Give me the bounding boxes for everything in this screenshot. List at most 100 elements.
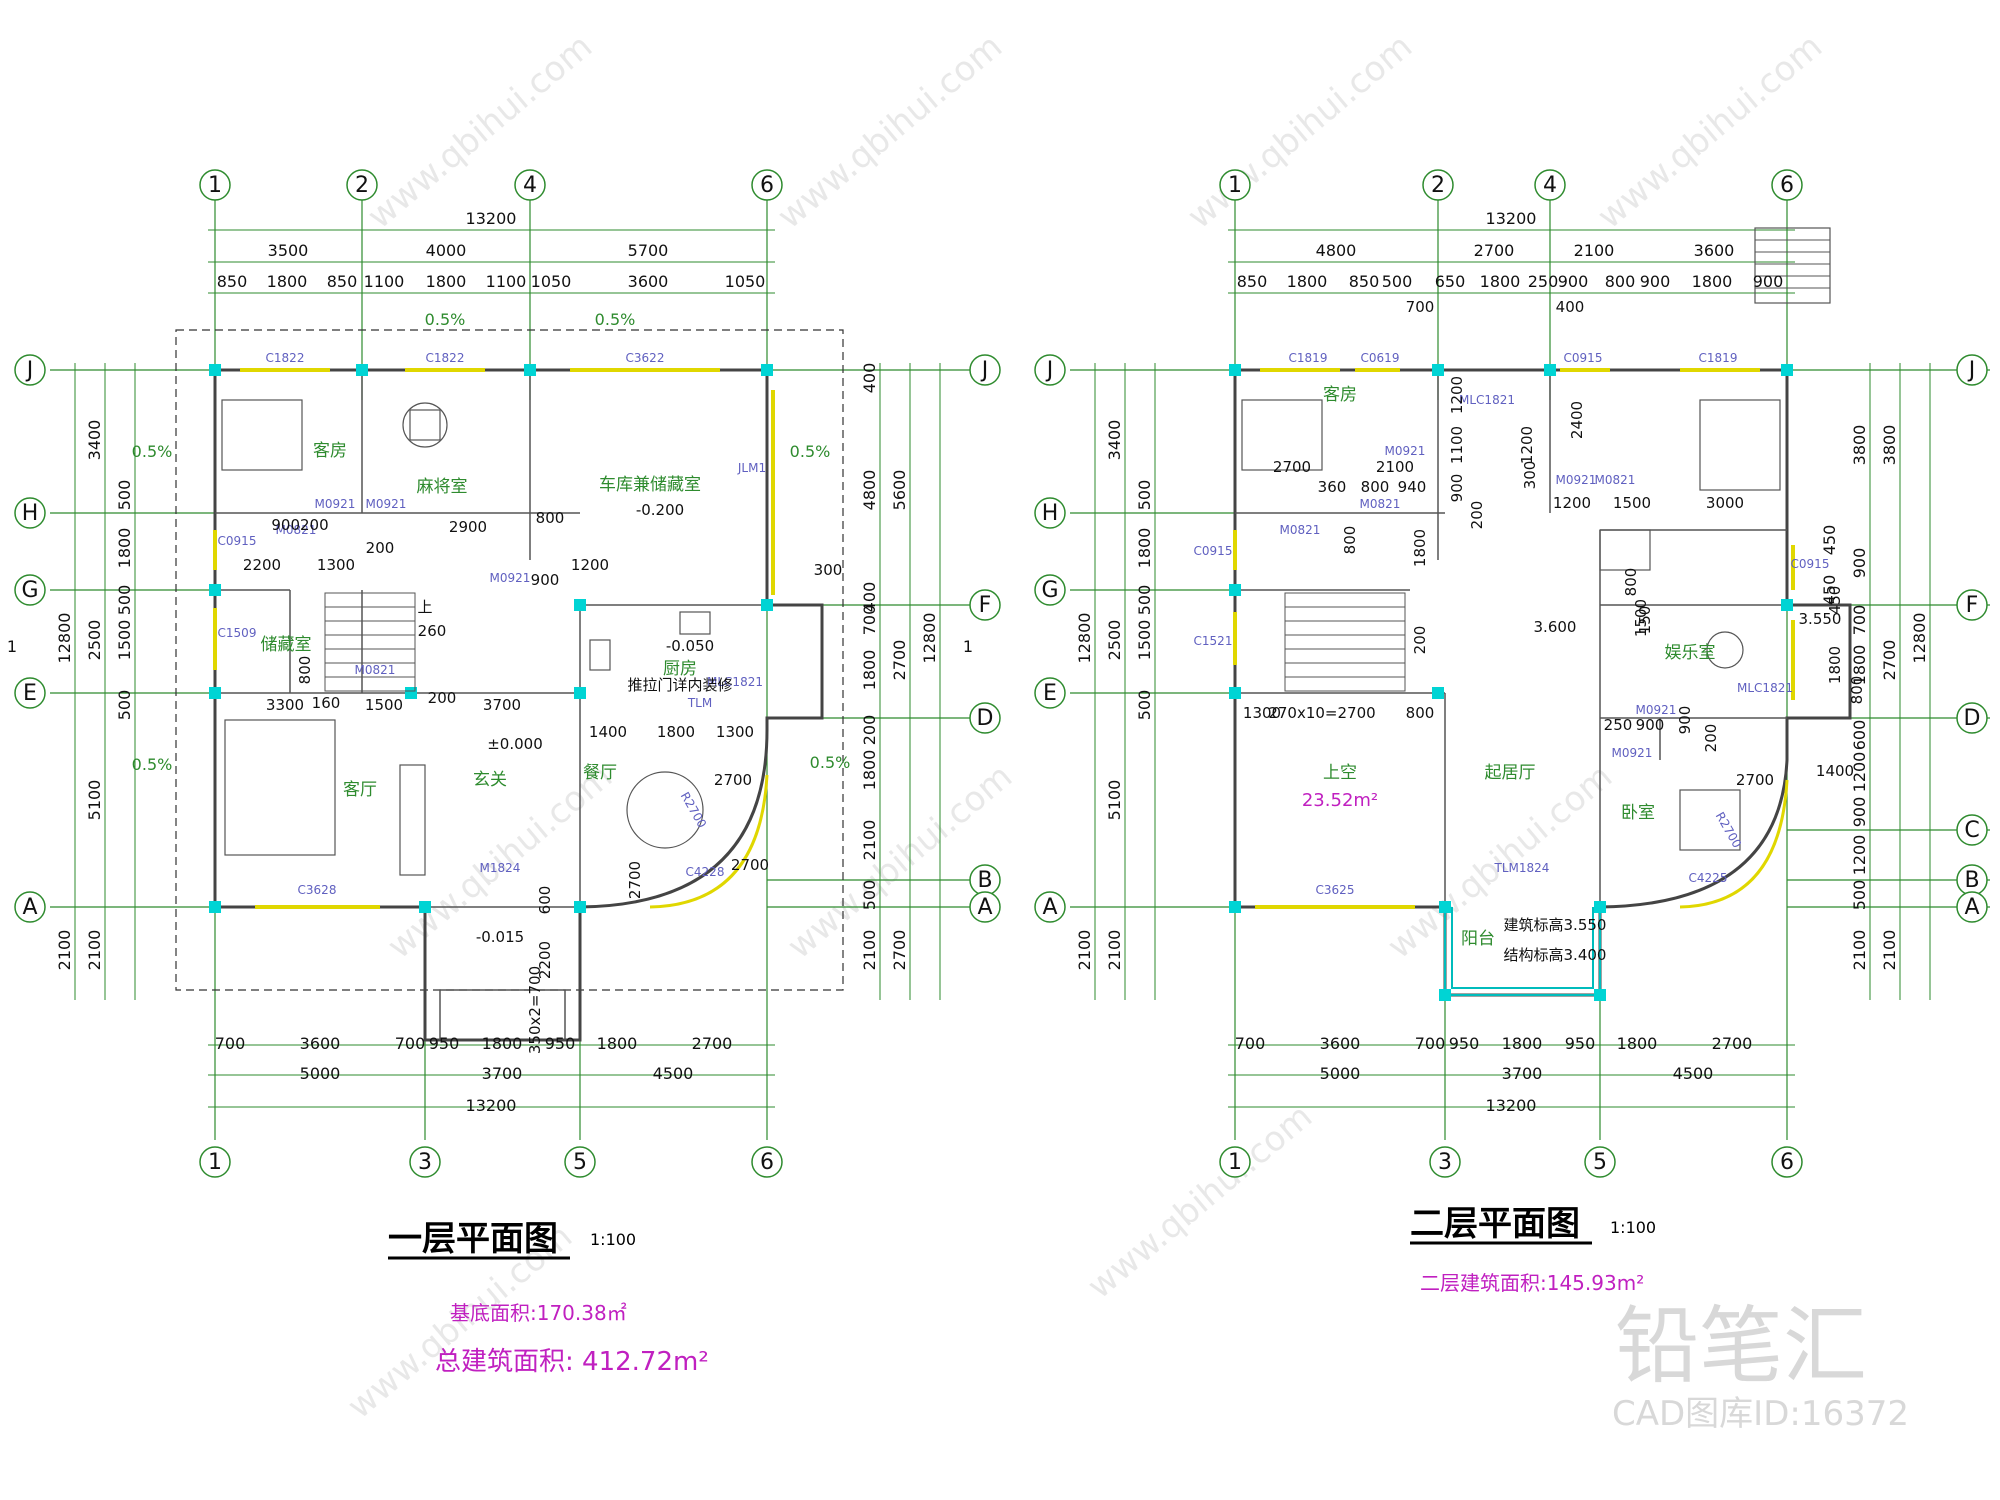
dim-text: 2700 (692, 1034, 733, 1053)
axis-bubble: A (977, 895, 992, 920)
note-text: 270x10=2700 (1268, 704, 1375, 722)
note-text: 2900 (449, 518, 487, 536)
plan2-axis-bubbles: 1 2 4 6 1 3 5 6 J H G E A J F D C B A (1034, 169, 1988, 1178)
plan1-grid (50, 200, 970, 1140)
dim-text: 500 (115, 480, 134, 511)
dim-text: 1500 (115, 620, 134, 661)
plan2-stairs (1284, 592, 1406, 692)
window-label: C3622 (626, 351, 665, 365)
plan1-columns (209, 364, 773, 913)
door-label: M0921 (490, 571, 531, 585)
dim-text: 1200 (1850, 835, 1869, 876)
window-label: C1819 (1289, 351, 1328, 365)
note-text: 1500 (365, 696, 403, 714)
dim-text: 700 (1415, 1034, 1446, 1053)
note-text: 200 (428, 689, 457, 707)
dim-text: 3700 (482, 1064, 523, 1083)
note-text: 1800 (1826, 646, 1844, 684)
elevation-mark: 建筑标高3.550 (1504, 916, 1607, 934)
note-text: 450 (1826, 586, 1844, 615)
note-text: 900 (1636, 716, 1665, 734)
axis-bubble: 1 (208, 1150, 222, 1175)
dim-text: 12800 (1910, 613, 1929, 664)
note-text: 900 (531, 571, 560, 589)
window-label: C3628 (298, 883, 337, 897)
radius-label: R2700 (678, 790, 710, 831)
dim-text: 400 (860, 363, 879, 394)
dim-text: 5600 (890, 470, 909, 511)
dim-text: 2100 (1105, 930, 1124, 971)
plan-2: 1 2 4 6 1 3 5 6 J H G E A J F D C B A 1 3… (1034, 169, 1990, 1295)
note-text: 800 (1406, 704, 1435, 722)
dim-text: 1100 (486, 272, 527, 291)
note-text: 1400 (589, 723, 627, 741)
dim-text: 3600 (1320, 1034, 1361, 1053)
axis-bubble: F (1966, 593, 1979, 618)
room-label: 起居厅 (1485, 763, 1536, 783)
door-label: M0821 (1595, 473, 1636, 487)
note-text: 200 (1411, 626, 1429, 655)
plan-1: 1 2 4 6 1 3 5 6 J H G E A J F D B A 1320… (7, 169, 1001, 1377)
room-label: 客房 (313, 441, 347, 461)
note-text: 800 (536, 509, 565, 527)
elevation-mark: ±0.000 (487, 735, 543, 753)
axis-bubble: 1 (1228, 1150, 1242, 1175)
dim-text: 2100 (860, 820, 879, 861)
axis-bubble: D (1964, 706, 1981, 731)
elevation-mark: 结构标高3.400 (1504, 946, 1607, 964)
dim-text: 250 (1528, 272, 1559, 291)
watermark-text: www.qbihui.com (1080, 1096, 1320, 1306)
dim-text: 500 (115, 585, 134, 616)
plan-scale: 1:100 (1610, 1218, 1656, 1237)
dim-text: 5100 (85, 780, 104, 821)
dim-text: 500 (1135, 585, 1154, 616)
dim-text: 900 (1753, 272, 1784, 291)
room-label: 娱乐室 (1665, 643, 1716, 663)
dim-text: 450 (1820, 525, 1839, 556)
dim-text: 400 (860, 582, 879, 613)
dim-text: 3400 (1105, 420, 1124, 461)
note-text: 2700 (731, 856, 769, 874)
note-text: 3300 (266, 696, 304, 714)
window-label: C1822 (266, 351, 305, 365)
door-label: MLC1821 (1459, 393, 1515, 407)
curved-window (1679, 779, 1789, 909)
dim-text: 2700 (890, 640, 909, 681)
dim-text: 4800 (860, 470, 879, 511)
note-text: 800 (1341, 526, 1359, 555)
dim-text: 1800 (1287, 272, 1328, 291)
note-text: 160 (312, 694, 341, 712)
axis-bubble: H (22, 501, 39, 526)
note-text: 940 (1398, 478, 1427, 496)
plan1-windows (213, 368, 775, 909)
room-label: 上空 (1323, 763, 1357, 783)
axis-bubble: C (1964, 818, 1979, 843)
balcony (1444, 907, 1601, 996)
window-label: C0915 (1194, 544, 1233, 558)
elevation-mark: -0.015 (476, 928, 524, 946)
door-label: M0821 (1360, 497, 1401, 511)
note-text: 3700 (483, 696, 521, 714)
note-text: 推拉门详内装修 (627, 676, 732, 694)
window-label: C0915 (1791, 557, 1830, 571)
dim-text: 500 (115, 690, 134, 721)
dim-text: 3600 (1694, 241, 1735, 260)
door-label: M0921 (1612, 746, 1653, 760)
curved-window (649, 774, 769, 909)
dim-text: 900 (1640, 272, 1671, 291)
dim-text: 1800 (597, 1034, 638, 1053)
plan-scale: 1:100 (590, 1230, 636, 1249)
dim-text: 1800 (1502, 1034, 1543, 1053)
dim-text: 850 (1237, 272, 1268, 291)
axis-bubble: G (21, 578, 38, 603)
door-label: MLC1821 (707, 675, 763, 689)
dim-text: 3500 (268, 241, 309, 260)
dim-text: 850 (217, 272, 248, 291)
room-label: 麻将室 (417, 477, 468, 497)
room-label: 车库兼储藏室 (599, 475, 701, 495)
dim-text: 1050 (725, 272, 766, 291)
axis-bubble: 2 (1431, 173, 1445, 198)
note-text: 上 (417, 598, 432, 616)
room-label: 厨房 (663, 659, 697, 679)
dim-text: 3700 (1502, 1064, 1543, 1083)
